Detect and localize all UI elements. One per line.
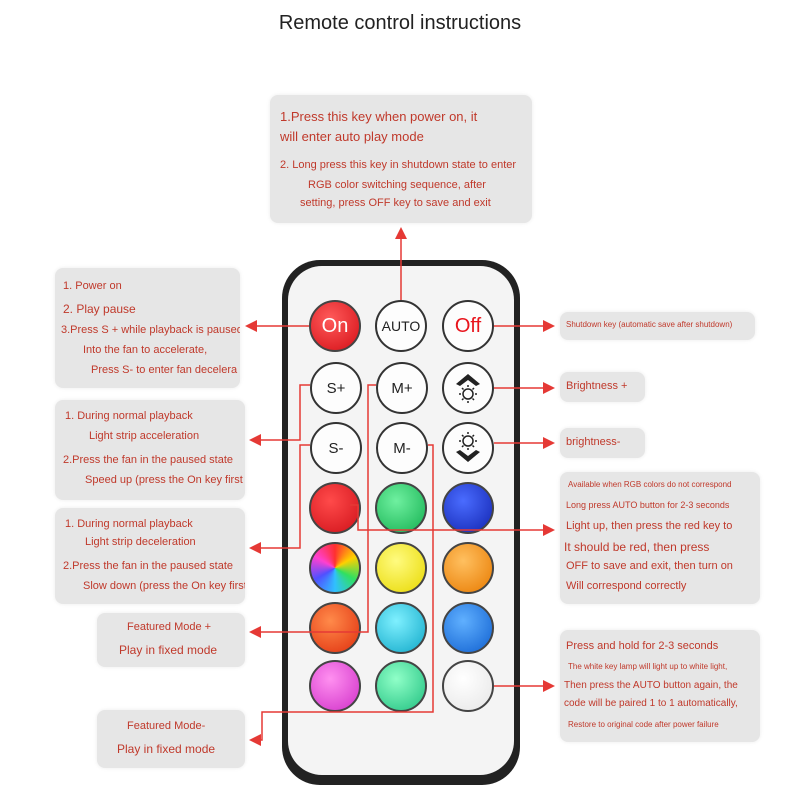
rgb-arrow [350, 505, 552, 530]
sminus-arrow [252, 445, 310, 548]
splus-arrow [252, 385, 310, 440]
mminus-arrow [252, 445, 433, 740]
